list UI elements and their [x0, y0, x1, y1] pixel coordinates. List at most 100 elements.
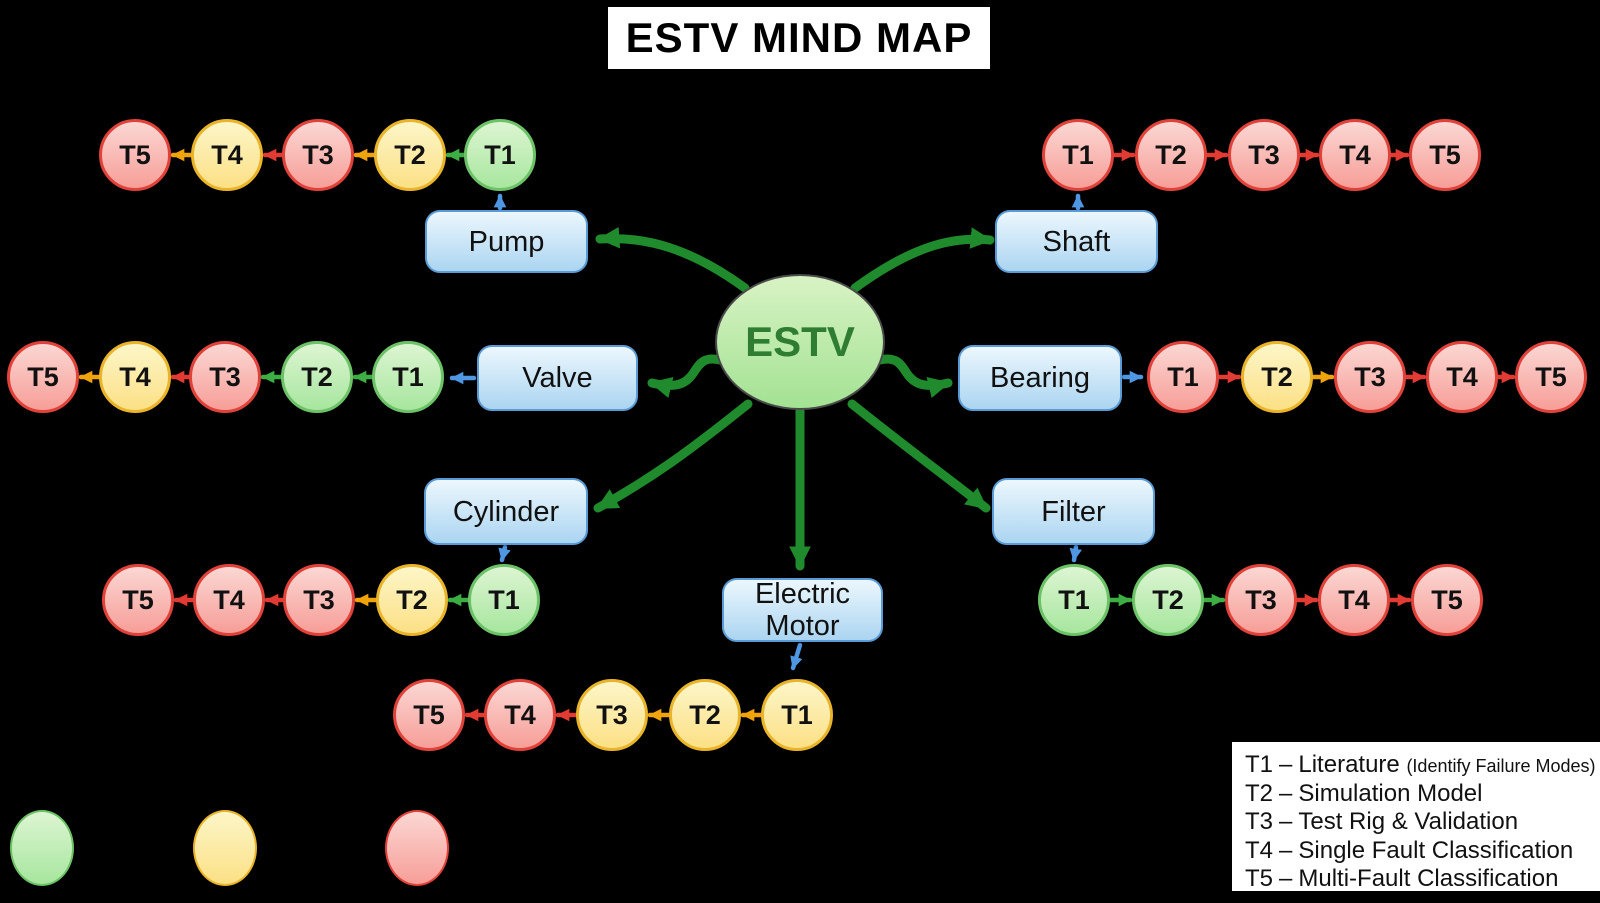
task-node-electric-motor-t1: T1 [761, 679, 833, 751]
task-node-cylinder-t5: T5 [102, 564, 174, 636]
legend-row-t4: T4–Single Fault Classification [1245, 837, 1600, 865]
status-key-circle-yellow [193, 810, 257, 886]
task-label: T5 [1431, 584, 1463, 615]
task-node-bearing-t2: T2 [1241, 341, 1313, 413]
estv-center-label: ESTV [745, 318, 855, 365]
task-label: T4 [1338, 584, 1370, 615]
task-node-bearing-t5: T5 [1515, 341, 1587, 413]
task-label: T4 [1446, 361, 1478, 392]
task-label: T5 [1535, 361, 1567, 392]
estv-to-filter-arrow [847, 399, 991, 513]
task-label: T5 [1429, 139, 1461, 170]
task-label: T5 [413, 699, 445, 730]
task-node-filter-t2: T2 [1132, 564, 1204, 636]
cylinder-to-t1-arrow [498, 544, 511, 563]
task-node-bearing-t3: T3 [1334, 341, 1406, 413]
filter-label: Filter [1041, 495, 1106, 528]
task-node-filter-t1: T1 [1038, 564, 1110, 636]
task-node-valve-t2: T2 [281, 341, 353, 413]
electric-motor-component-box: Electric Motor [722, 578, 883, 642]
task-label: T3 [1248, 139, 1280, 170]
legend-task-text: Multi-Fault Classification [1298, 864, 1559, 892]
task-label: T4 [119, 361, 151, 392]
task-node-pump-t4: T4 [191, 119, 263, 191]
task-node-cylinder-t3: T3 [283, 564, 355, 636]
task-label: T3 [1354, 361, 1386, 392]
electric-motor-label: Electric Motor [754, 578, 851, 642]
task-node-cylinder-t2: T2 [376, 564, 448, 636]
estv-to-bearing-arrow [875, 354, 953, 399]
task-node-valve-t5: T5 [7, 341, 79, 413]
task-node-filter-t5: T5 [1411, 564, 1483, 636]
task-node-bearing-t4: T4 [1426, 341, 1498, 413]
legend-task-id: T3 [1245, 808, 1274, 836]
legend-task-id: T1 [1245, 751, 1274, 778]
task-label: T3 [209, 361, 241, 392]
task-node-pump-t2: T2 [374, 119, 446, 191]
legend-task-id: T4 [1245, 836, 1274, 864]
legend-separator: – [1279, 780, 1293, 808]
task-label: T2 [1155, 139, 1187, 170]
task-label: T2 [396, 584, 428, 615]
filter-component-box: Filter [992, 478, 1155, 545]
estv-to-cylinder-arrow [593, 399, 753, 513]
task-label: T3 [303, 584, 335, 615]
estv-to-pump-arrow [595, 226, 750, 293]
task-node-electric-motor-t4: T4 [484, 679, 556, 751]
bearing-component-box: Bearing [958, 345, 1122, 411]
task-label: T2 [301, 361, 333, 392]
task-node-bearing-t1: T1 [1147, 341, 1219, 413]
task-node-shaft-t3: T3 [1228, 119, 1300, 191]
task-label: T1 [1167, 361, 1199, 392]
task-node-shaft-t4: T4 [1319, 119, 1391, 191]
task-node-valve-t4: T4 [99, 341, 171, 413]
task-label: T1 [484, 139, 516, 170]
legend-task-id: T5 [1245, 864, 1274, 892]
task-label: T2 [1261, 361, 1293, 392]
task-label: T4 [504, 699, 536, 730]
task-label: T3 [596, 699, 628, 730]
task-node-electric-motor-t5: T5 [393, 679, 465, 751]
filter-to-t1-arrow [1069, 544, 1082, 563]
task-node-valve-t3: T3 [189, 341, 261, 413]
estv-to-valve-arrow [647, 354, 725, 399]
shaft-component-box: Shaft [995, 210, 1158, 273]
legend-task-text: Test Rig & Validation [1298, 808, 1519, 836]
estv-to-shaft-arrow [850, 227, 995, 293]
task-node-shaft-t1: T1 [1042, 119, 1114, 191]
legend-separator: – [1279, 836, 1293, 864]
task-node-shaft-t5: T5 [1409, 119, 1481, 191]
task-node-shaft-t2: T2 [1135, 119, 1207, 191]
task-label: T4 [211, 139, 243, 170]
pump-label: Pump [468, 225, 545, 258]
task-legend: T1–Literature (Identify Failure Modes)T2… [1232, 742, 1600, 892]
page-title: ESTV MIND MAP [608, 7, 990, 69]
task-node-pump-t1: T1 [464, 119, 536, 191]
task-label: T2 [1152, 584, 1184, 615]
task-label: T1 [392, 361, 424, 392]
task-label: T5 [27, 361, 59, 392]
legend-task-text: Simulation Model [1298, 780, 1483, 808]
legend-task-id: T2 [1245, 780, 1274, 808]
valve-component-box: Valve [477, 345, 638, 411]
task-label: T1 [1058, 584, 1090, 615]
task-node-pump-t3: T3 [282, 119, 354, 191]
task-label: T2 [394, 139, 426, 170]
legend-separator: – [1279, 864, 1293, 892]
legend-separator: – [1279, 808, 1293, 836]
valve-label: Valve [522, 362, 593, 394]
task-label: T5 [119, 139, 151, 170]
legend-separator: – [1279, 751, 1293, 778]
legend-row-t1: T1–Literature (Identify Failure Modes) [1245, 751, 1600, 780]
electric-motor-to-t1-arrow [790, 642, 803, 671]
estv-center-node: ESTV [715, 274, 885, 410]
legend-row-t2: T2–Simulation Model [1245, 780, 1600, 808]
cylinder-component-box: Cylinder [424, 478, 588, 545]
task-node-electric-motor-t3: T3 [576, 679, 648, 751]
task-label: T2 [689, 699, 721, 730]
legend-row-t3: T3–Test Rig & Validation [1245, 808, 1600, 836]
task-label: T1 [488, 584, 520, 615]
task-node-cylinder-t1: T1 [468, 564, 540, 636]
